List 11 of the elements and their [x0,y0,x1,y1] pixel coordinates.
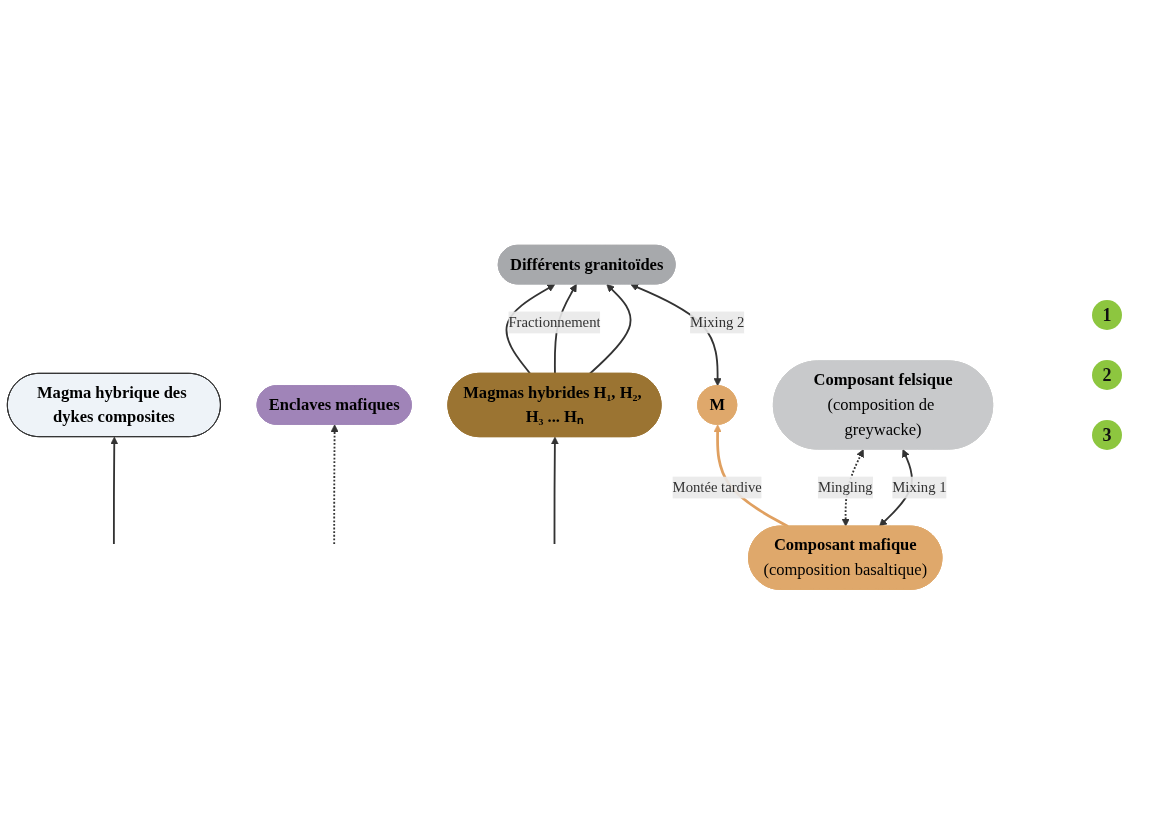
arrow [550,436,559,545]
edge-label: Montée tardive [672,478,762,495]
edge-label: Mixing 1 [892,478,947,495]
edge-label: Mingling [817,478,873,495]
callout-number: 1 [1092,300,1122,330]
arrow [110,436,119,545]
arrow [330,423,339,545]
callout-number: 3 [1092,420,1122,450]
edge-label: Mixing 2 [690,313,745,330]
callout-number: 2 [1092,360,1122,390]
edge-label: Fractionnement [508,313,601,330]
